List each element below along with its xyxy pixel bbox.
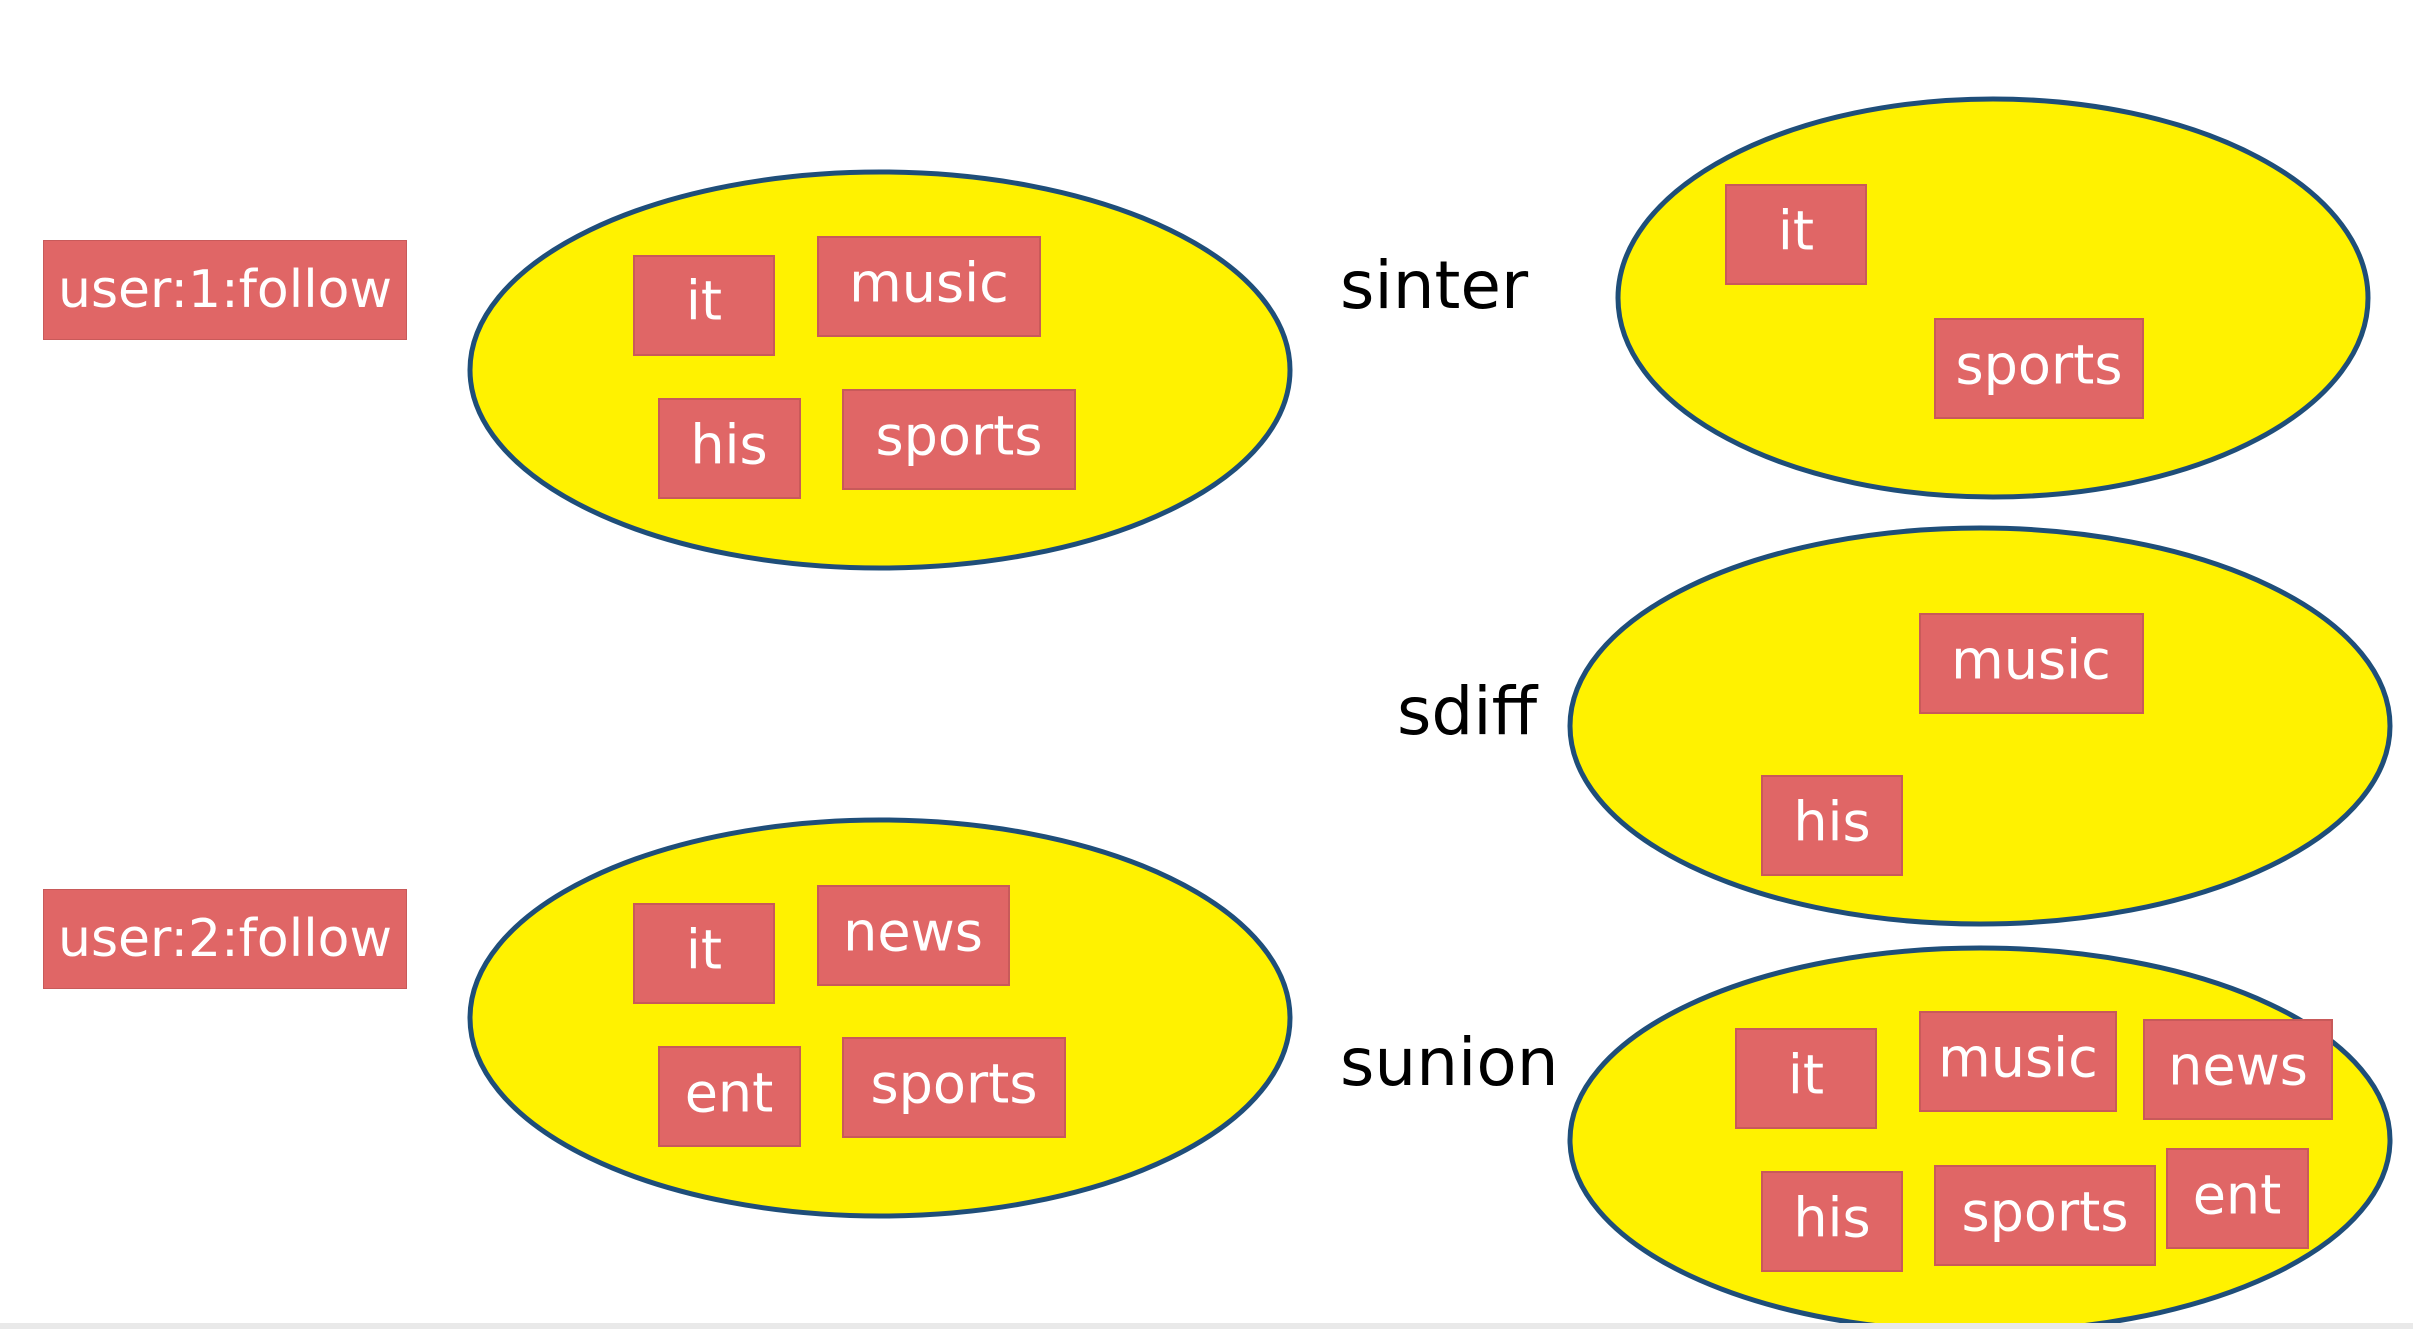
set-member: sports — [1934, 318, 2144, 419]
set-member: news — [817, 885, 1010, 986]
set-user2-ellipse — [467, 817, 1293, 1219]
operation-label-sunion: sunion — [1340, 1024, 1559, 1101]
set-member: ent — [2166, 1148, 2309, 1249]
svg-text:music: music — [1938, 1027, 2098, 1090]
set-member: sports — [842, 1037, 1066, 1138]
set-user1-ellipse — [467, 169, 1293, 571]
set-member: sports — [842, 389, 1076, 490]
svg-text:music: music — [1951, 629, 2111, 692]
svg-text:news: news — [843, 901, 983, 964]
set-member: his — [658, 398, 801, 499]
svg-text:sports: sports — [1962, 1181, 2129, 1244]
bottom-border — [0, 1323, 2413, 1329]
set-member: his — [1761, 1171, 1903, 1272]
svg-text:ent: ent — [2193, 1164, 2282, 1227]
operation-label-sinter: sinter — [1340, 247, 1529, 324]
set-member: music — [1919, 613, 2144, 714]
svg-text:it: it — [686, 919, 722, 982]
svg-text:it: it — [1778, 200, 1814, 263]
set-member: ent — [658, 1046, 801, 1147]
svg-text:sports: sports — [876, 405, 1043, 468]
set-member: it — [1735, 1028, 1877, 1129]
svg-text:it: it — [1788, 1044, 1824, 1107]
set-sdiff-result-ellipse — [1567, 525, 2393, 927]
set-sunion-result-ellipse — [1567, 945, 2393, 1329]
set-member: music — [1919, 1011, 2117, 1112]
svg-text:ent: ent — [685, 1062, 774, 1125]
svg-text:his: his — [1793, 1187, 1870, 1250]
key-label-user2-follow: user:2:follow — [43, 889, 407, 989]
set-member: it — [1725, 184, 1867, 285]
svg-text:sports: sports — [1956, 334, 2123, 397]
set-member: news — [2143, 1019, 2333, 1120]
set-member: it — [633, 903, 775, 1004]
svg-text:his: his — [690, 414, 767, 477]
set-member: it — [633, 255, 775, 356]
operation-label-sdiff: sdiff — [1397, 673, 1538, 750]
svg-text:sports: sports — [871, 1053, 1038, 1116]
set-member: music — [817, 236, 1041, 337]
set-member: sports — [1934, 1165, 2156, 1266]
svg-text:music: music — [849, 252, 1009, 315]
key-label-user1-follow: user:1:follow — [43, 240, 407, 340]
svg-text:it: it — [686, 270, 722, 333]
set-member: his — [1761, 775, 1903, 876]
svg-text:his: his — [1793, 791, 1870, 854]
set-sinter-result-ellipse — [1615, 96, 2371, 500]
svg-text:news: news — [2168, 1035, 2308, 1098]
